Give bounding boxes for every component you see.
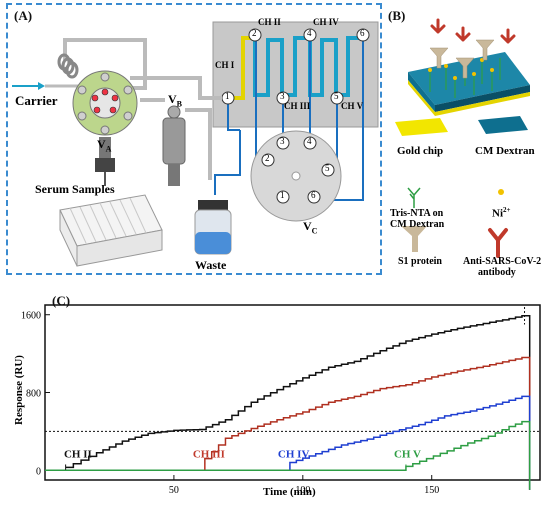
series-line-ch-v: [45, 420, 531, 490]
sample-loop-coil: [57, 53, 79, 79]
carrier-label: Carrier: [15, 93, 58, 108]
valve-c-port-number: 4: [307, 136, 312, 146]
y-tick-label: 0: [36, 466, 41, 477]
panel-b-diagram: [395, 18, 530, 258]
waste-tubing: [214, 130, 241, 195]
series-line-ch-iv: [45, 395, 531, 490]
inlet-tubing: [63, 38, 222, 180]
ni-symbol: [498, 189, 504, 195]
gold-chip-swatch: [395, 118, 448, 136]
chip-port-number: 1: [225, 91, 230, 101]
valve-b-label: VB: [168, 92, 183, 109]
plate-wells: [69, 197, 147, 244]
tris-nta-label-2: CM Dextran: [390, 219, 445, 230]
channel-label-3: CH III: [284, 101, 311, 111]
annotation-label: CH V: [394, 449, 421, 461]
antibody-label-1: Anti-SARS-CoV-2: [463, 256, 542, 267]
valve-c-port-number: 2: [265, 153, 270, 163]
y-tick-label: 800: [26, 389, 41, 400]
y-axis-label: Response (RU): [13, 355, 25, 425]
antibodies-on-chip: [430, 18, 516, 44]
waste-bottle: [194, 200, 232, 255]
series-line-ch-ii: [65, 314, 531, 490]
valve-c-center: [291, 171, 301, 181]
annotation-label: CH III: [193, 449, 225, 461]
panel-a-diagram: [12, 21, 379, 267]
valve-c-port-number: 6: [311, 190, 316, 200]
valve-c-ports: [261, 136, 335, 204]
y-tick-label: 1600: [21, 311, 41, 322]
valve-c-port-number: 3: [280, 136, 285, 146]
serum-samples-label: Serum Samples: [35, 182, 115, 196]
channel-label-1: CH I: [215, 60, 235, 70]
tris-nta-symbol: [407, 187, 421, 208]
tris-nta-label-1: Tris-NTA on: [390, 208, 444, 219]
binding-response-chart: 0 800 1600 50 100 150 CH II CH III CH IV CH V: [21, 304, 541, 496]
antibody-label-2: antibody: [478, 267, 516, 278]
valve-c-label: VC: [303, 219, 318, 236]
s1-protein-symbol: [401, 226, 427, 252]
panel-b-label: (B): [388, 8, 406, 23]
cm-dextran-label: CM Dextran: [475, 145, 535, 157]
valve-c-port-number: 1: [280, 190, 285, 200]
x-tick-label: 50: [169, 485, 179, 496]
x-axis-label: Time (min): [263, 486, 316, 498]
annotation-label: CH IV: [278, 449, 310, 461]
valve-a-stem: [99, 137, 111, 159]
needle-holder: [95, 158, 115, 172]
channel-label-5: CH V: [341, 101, 364, 111]
annotation-label: CH II: [64, 449, 92, 461]
sample-plate: [59, 194, 163, 267]
chip-port-number: 4: [307, 28, 312, 38]
chip-port-number: 3: [280, 91, 285, 101]
panel-a: [6, 3, 382, 275]
x-tick-label: 150: [424, 485, 439, 496]
chip-port-number: 6: [360, 28, 365, 38]
carrier-arrowhead: [38, 82, 45, 90]
chip-port-number: 2: [252, 28, 257, 38]
s1-proteins-on-chip: [429, 39, 495, 79]
gold-chip-label: Gold chip: [397, 145, 444, 157]
channel-label-4: CH IV: [313, 17, 339, 27]
ni-label: Ni2+: [492, 206, 511, 220]
inlet-channel-yellow: [230, 36, 255, 100]
cm-dextran-swatch: [478, 116, 528, 134]
panel-a-label: (A): [14, 8, 33, 23]
valve-c-port-number: 5: [325, 163, 330, 173]
s1-protein-label: S1 protein: [398, 256, 442, 267]
chip-port-number: 5: [334, 91, 339, 101]
waste-label: Waste: [195, 258, 227, 272]
chip-ports: [221, 28, 370, 105]
channel-label-2: CH II: [258, 17, 281, 27]
antibody-symbol: [488, 228, 508, 258]
x-tick-label: 100: [295, 485, 310, 496]
valve-a-label: VA: [97, 137, 112, 154]
